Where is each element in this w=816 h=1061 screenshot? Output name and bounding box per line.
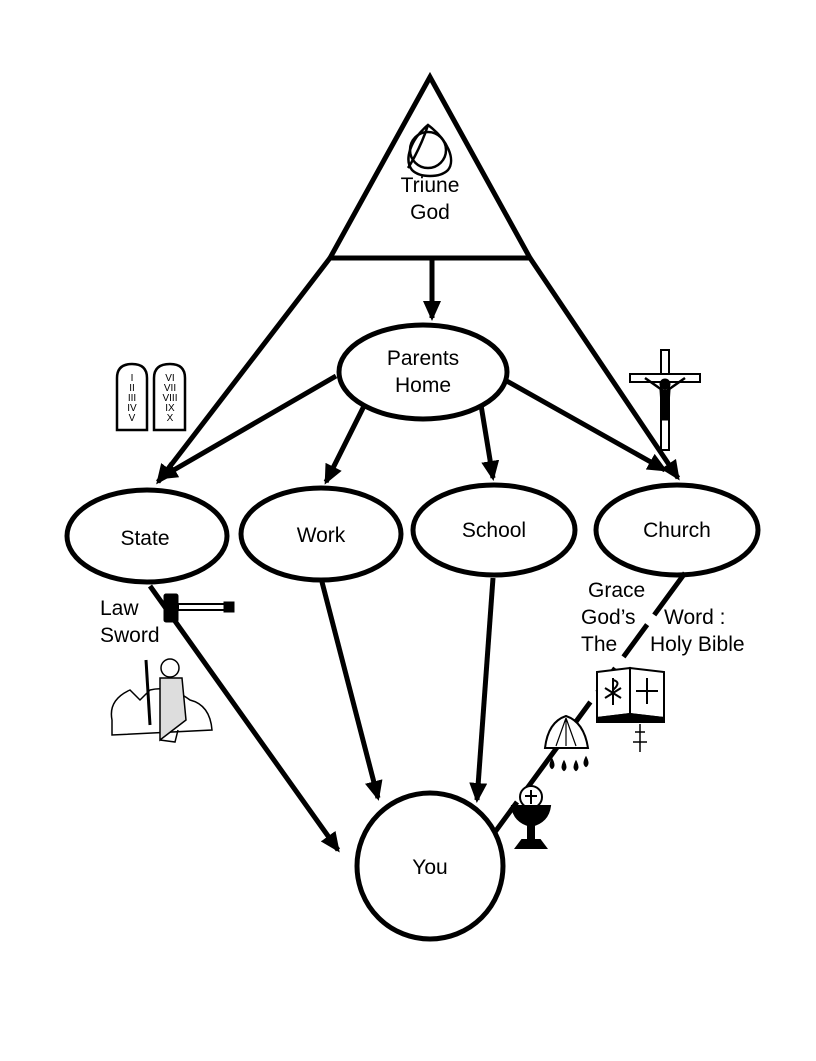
god-label-line1: Triune	[401, 174, 460, 197]
school-label: School	[462, 519, 526, 542]
tablet-left-numeral: I	[131, 373, 134, 384]
school-to-you-arrow	[469, 577, 496, 803]
tablet-right-numeral: IX	[165, 403, 175, 414]
gavel-icon	[163, 593, 235, 623]
tablet-left-numeral: II	[129, 383, 135, 394]
parents-label-line2: Home	[395, 374, 451, 397]
parents-to-state-arrow	[157, 373, 338, 481]
work-to-you-arrow	[319, 581, 383, 801]
church-label: Church	[643, 519, 711, 542]
word-label: Word :	[664, 606, 725, 629]
you-node	[354, 790, 506, 942]
tablet-left-numeral: V	[129, 413, 136, 424]
parents-label-line1: Parents	[387, 347, 459, 370]
tablet-right-numeral: X	[167, 413, 174, 424]
tablet-left-numeral: III	[128, 393, 136, 404]
crucifix-icon	[629, 349, 701, 451]
gods-label: God’s	[581, 606, 635, 629]
work-node	[238, 485, 404, 583]
chalice-icon	[510, 785, 552, 849]
tablet-right-numeral: VII	[164, 383, 176, 394]
church-node	[593, 482, 761, 578]
law-label: Law	[100, 597, 139, 620]
parents-to-church-arrow	[503, 377, 668, 473]
god-to-church-arrow	[527, 256, 681, 481]
parents-node	[336, 322, 510, 422]
god-label-line2: God	[410, 201, 450, 224]
state-label: State	[120, 527, 169, 550]
state-to-you-arrow	[147, 584, 341, 853]
work-label: Work	[297, 524, 346, 547]
trinity-icon	[406, 123, 453, 178]
school-node	[410, 482, 578, 578]
ten-commandments-icon: I II III IV V VI VII VIII IX X	[115, 362, 187, 432]
grace-label: Grace	[588, 579, 645, 602]
tablet-right-numeral: VIII	[162, 393, 177, 404]
tablet-right-numeral: VI	[165, 373, 174, 384]
state-node	[64, 487, 230, 585]
parents-to-work-arrow	[323, 402, 368, 485]
you-label: You	[412, 856, 447, 879]
tablet-left-numeral: IV	[127, 403, 137, 414]
holy-bible-label: Holy Bible	[650, 633, 745, 656]
parents-to-school-arrow	[478, 404, 500, 481]
church-to-you-arrow	[470, 571, 688, 865]
soldier-icon	[110, 658, 213, 743]
baptism-shell-icon	[543, 714, 590, 772]
sword-label: Sword	[100, 624, 160, 647]
the-label: The	[581, 633, 617, 656]
god-to-state-arrow	[156, 256, 332, 485]
god-triangle	[325, 71, 535, 261]
bible-icon	[596, 666, 665, 752]
